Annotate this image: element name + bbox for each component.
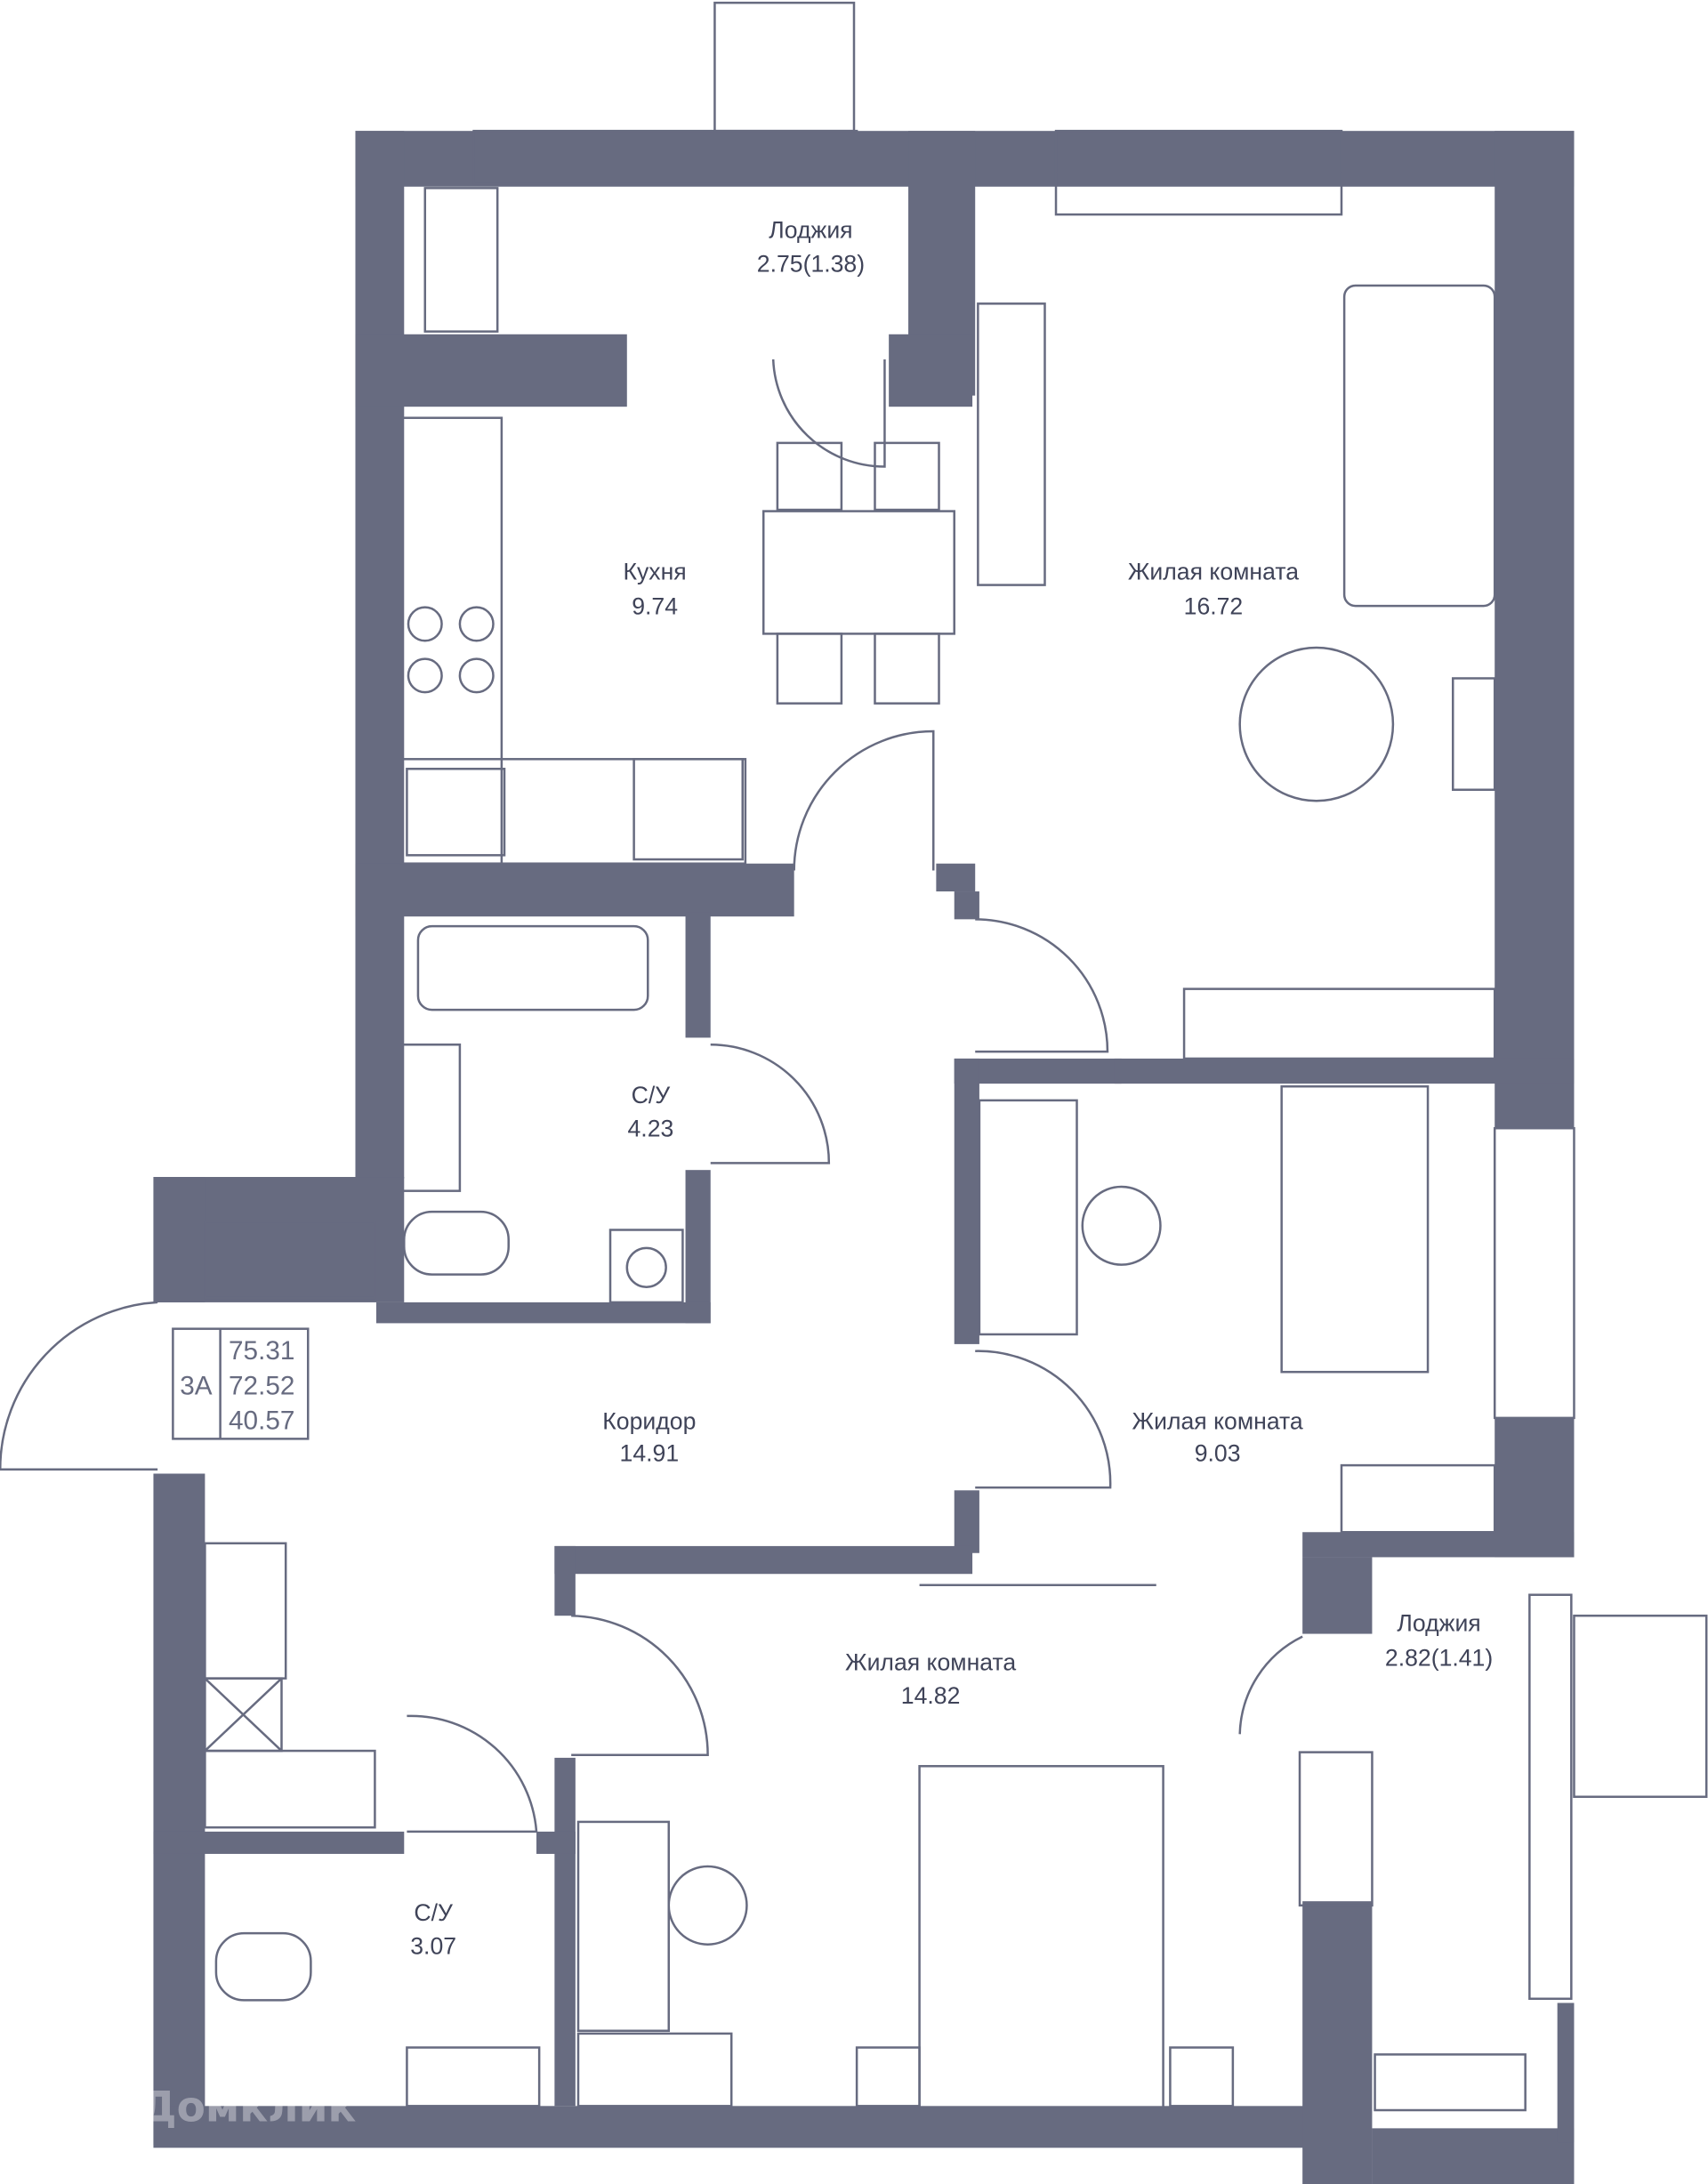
doors [0, 359, 1303, 1833]
svg-text:9.03: 9.03 [1195, 1439, 1241, 1466]
apartment-type: 3А [180, 1371, 213, 1400]
room-label-living-room-large: Жилая комната 16.72 [1128, 558, 1299, 619]
room-label-kitchen: Кухня 9.74 [623, 558, 686, 619]
living-area: 40.57 [229, 1406, 294, 1435]
room-label-living-room-small: Жилая комната 9.03 [1132, 1407, 1303, 1466]
room-label-loggia-top: Лоджия 2.75(1.38) [757, 217, 865, 278]
svg-text:3.07: 3.07 [410, 1933, 456, 1960]
svg-text:Лоджия: Лоджия [1397, 1609, 1480, 1636]
svg-text:С/У: С/У [632, 1082, 672, 1108]
room-label-bathroom-1: С/У 4.23 [628, 1082, 674, 1142]
svg-text:14.91: 14.91 [620, 1439, 680, 1466]
walls [153, 131, 1575, 2184]
svg-text:Лоджия: Лоджия [769, 217, 852, 244]
total-area: 75.31 [229, 1336, 294, 1366]
room-label-loggia-right: Лоджия 2.82(1.41) [1385, 1609, 1493, 1671]
svg-text:Кухня: Кухня [623, 558, 686, 584]
svg-text:С/У: С/У [414, 1899, 454, 1926]
room-label-corridor: Коридор 14.91 [602, 1407, 696, 1466]
apartment-info-box: 3А 75.31 72.52 40.57 [172, 1327, 310, 1440]
svg-text:Жилая комната: Жилая комната [1132, 1407, 1303, 1434]
room-label-bedroom: Жилая комната 14.82 [845, 1648, 1016, 1709]
svg-text:9.74: 9.74 [632, 592, 678, 619]
windows [472, 1, 1708, 2001]
svg-text:2.75(1.38): 2.75(1.38) [757, 250, 865, 277]
living-area-total: 72.52 [229, 1371, 294, 1400]
svg-text:Жилая комната: Жилая комната [845, 1648, 1016, 1675]
room-label-bathroom-2: С/У 3.07 [410, 1899, 456, 1960]
domclick-watermark: Домклик [140, 2083, 357, 2132]
svg-text:2.82(1.41): 2.82(1.41) [1385, 1645, 1493, 1672]
svg-text:Коридор: Коридор [602, 1407, 696, 1434]
svg-text:16.72: 16.72 [1184, 592, 1244, 619]
svg-text:4.23: 4.23 [628, 1116, 674, 1142]
svg-text:14.82: 14.82 [901, 1682, 961, 1709]
furniture [204, 187, 1527, 2112]
svg-text:Жилая комната: Жилая комната [1128, 558, 1299, 584]
